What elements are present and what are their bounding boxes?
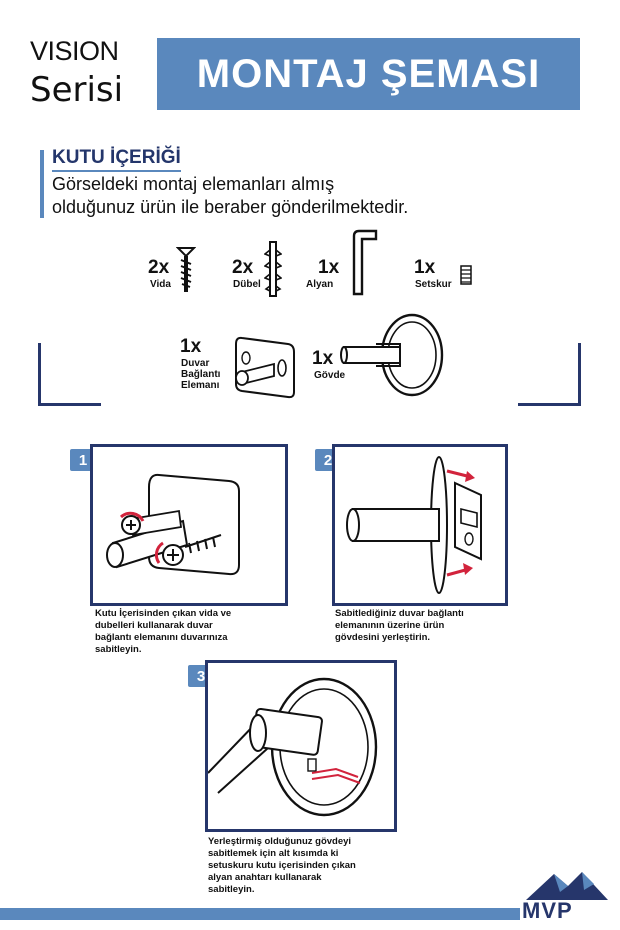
step3-text-line1: Yerleştirmiş olduğunuz gövdeyi	[208, 836, 352, 847]
step3-illustration	[207, 677, 378, 817]
alyan-qty: 1x	[318, 257, 340, 278]
step3-illustration-box	[205, 660, 397, 832]
duvar-label-line1: Duvar	[181, 358, 210, 369]
step2-illustration	[346, 456, 482, 594]
step1-text-line4: sabitleyin.	[95, 644, 142, 655]
kutu-description: Görseldeki montaj elemanları almış olduğ…	[52, 173, 472, 219]
wall-plug-icon	[264, 241, 282, 297]
brand-line2: Serisi	[30, 70, 124, 110]
dubel-qty: 2x	[232, 257, 254, 278]
setskur-qty: 1x	[414, 257, 436, 278]
kutu-desc-line1: Görseldeki montaj elemanları almış	[52, 174, 335, 194]
step3-text-line5: sabitleyin.	[208, 884, 255, 895]
duvar-label-line3: Elemanı	[181, 380, 220, 391]
setskur-label: Setskur	[415, 279, 452, 290]
vida-label: Vida	[150, 279, 171, 290]
step3-text: Yerleştirmiş olduğunuz gövdeyi sabitleme…	[208, 836, 398, 896]
duvar-qty: 1x	[180, 336, 202, 357]
mvp-logo-mountain	[526, 872, 608, 900]
corner-bracket-right	[518, 343, 581, 406]
dubel-label: Dübel	[233, 279, 261, 290]
alyan-label: Alyan	[306, 279, 334, 290]
kutu-accent-bar	[40, 150, 44, 218]
footer-bar	[0, 908, 520, 920]
brand-line1: VISION	[30, 36, 119, 66]
step1-text-line3: bağlantı elemanını duvarınıza	[95, 632, 228, 643]
step2-text-line2: elemanının üzerine ürün	[335, 620, 445, 631]
step2-text-line3: gövdesini yerleştirin.	[335, 632, 431, 643]
step3-text-line2: sabitlemek için alt kısımda ki	[208, 848, 339, 859]
mvp-logo-text: MVP	[522, 898, 573, 923]
step2-illustration-box	[332, 444, 508, 606]
kutu-desc-line2: olduğunuz ürün ile beraber gönderilmekte…	[52, 197, 409, 217]
step1-illustration-box	[90, 444, 288, 606]
duvar-label: Duvar Bağlantı Elemanı	[181, 358, 220, 391]
step1-badge: 1	[70, 449, 96, 471]
step1-illustration	[106, 473, 240, 576]
step1-text-line2: dubelleri kullanarak duvar	[95, 620, 213, 631]
step2-text-line1: Sabitlediğiniz duvar bağlantı	[335, 608, 464, 619]
govde-qty: 1x	[312, 348, 334, 369]
screw-icon	[176, 247, 196, 292]
set-screw-icon	[460, 265, 472, 285]
step2-text: Sabitlediğiniz duvar bağlantı elemanının…	[335, 608, 510, 644]
page-title-banner: MONTAJ ŞEMASI	[157, 38, 580, 110]
step1-text-line1: Kutu İçerisinden çıkan vida ve	[95, 608, 232, 619]
corner-bracket-left	[38, 343, 101, 406]
step3-text-line4: alyan anahtarı kullanarak	[208, 872, 322, 883]
duvar-label-line2: Bağlantı	[181, 369, 221, 380]
step1-text: Kutu İçerisinden çıkan vida ve dubelleri…	[95, 608, 285, 656]
kutu-title: KUTU İÇERİĞİ	[52, 147, 181, 172]
wall-bracket-icon	[235, 336, 295, 399]
govde-label: Gövde	[314, 370, 346, 381]
body-icon	[340, 313, 444, 397]
allen-key-icon	[352, 229, 378, 296]
vida-qty: 2x	[148, 257, 170, 278]
step3-text-line3: setuskuru kutu içerisinden çıkan	[208, 860, 356, 871]
